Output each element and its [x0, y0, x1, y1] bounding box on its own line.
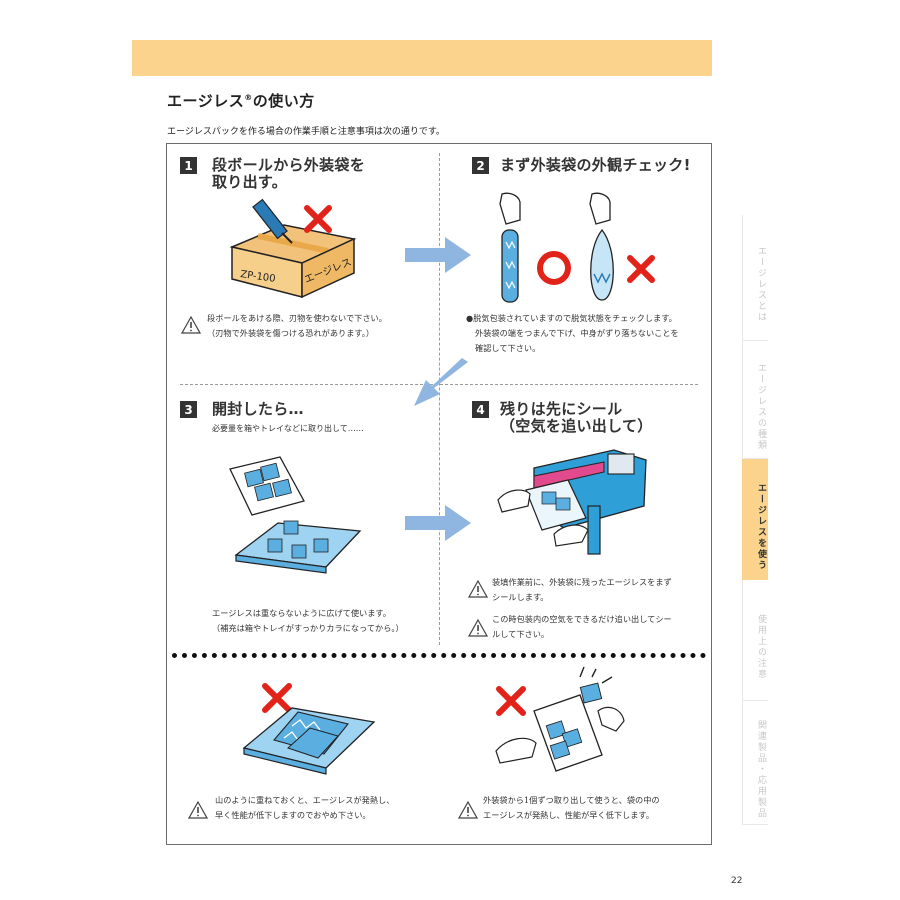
side-tab-related[interactable]: 関連製品・応用製品: [742, 701, 768, 825]
pouch-check-illustration: [499, 192, 655, 303]
bottom-right-note: 外装袋から1個ずつ取り出して使うと、袋の中の エージレスが発熱し、性能が早く低下…: [483, 795, 660, 820]
step-1-note: 段ボールをあける際、刃物を使わないで下さい。 （刃物で外装袋を傷つける恐れがあり…: [207, 313, 387, 338]
step-2-note: ●脱気包装されていますので脱気状態をチェックします。 外装袋の端をつまんで下げ、…: [466, 313, 679, 353]
sealer-machine-illustration: [497, 449, 647, 555]
page-number: 22: [731, 876, 743, 886]
tray-spread-illustration: [229, 456, 362, 574]
step-4-number: 4: [472, 401, 489, 418]
step-3-note: エージレスは重ならないように広げて使います。 （補充は箱やトレイがすっかりカラに…: [212, 608, 404, 633]
cross-mark-icon: [304, 205, 332, 233]
arrow-right-icon: [405, 505, 471, 541]
step-3-subtitle: 必要量を箱やトレイなどに取り出して……: [212, 424, 364, 433]
vertical-divider: [439, 153, 440, 645]
step-4-title: 残りは先にシール （空気を追い出して）: [500, 400, 653, 435]
side-tab-cautions[interactable]: 使用上の注意: [742, 580, 768, 701]
cross-mark-icon: [496, 686, 526, 716]
step-3-title: 開封したら…: [212, 400, 304, 418]
section-divider: [172, 653, 706, 658]
header-band: [132, 40, 712, 76]
arrow-down-left-icon: [414, 358, 468, 406]
step-3-number: 3: [180, 401, 197, 418]
piled-tray-illustration: [242, 707, 376, 775]
cardboard-box-illustration: ZP-100 エージレス: [229, 198, 357, 299]
cross-mark-icon: [262, 683, 292, 713]
step-2-number: 2: [472, 157, 489, 174]
warning-icon: [181, 316, 201, 334]
step-2-title: まず外装袋の外観チェック!: [500, 156, 691, 174]
step-4-note-a: 装填作業前に、外装袋に残ったエージレスをまず シールします。: [492, 577, 672, 602]
step-1-number: 1: [180, 157, 197, 174]
side-tab-usage[interactable]: エージレスを使う: [742, 459, 768, 580]
warning-icon: [458, 801, 478, 819]
bottom-left-note: 山のように重ねておくと、エージレスが発熱し、 早く性能が低下しますのでおやめ下さ…: [215, 795, 395, 820]
side-tab-about[interactable]: エージレスとは: [742, 215, 768, 341]
side-tab-types[interactable]: エージレスの種類: [742, 341, 768, 459]
warning-icon: [468, 580, 488, 598]
warning-icon: [468, 619, 488, 637]
instruction-frame: [166, 143, 712, 845]
box-model-label: ZP-100: [240, 269, 277, 285]
warning-icon: [188, 801, 208, 819]
page-title: エージレス®の使い方: [167, 92, 315, 110]
single-pick-illustration: [495, 666, 625, 772]
intro-text: エージレスパックを作る場合の作業手順と注意事項は次の通りです。: [167, 127, 445, 137]
arrow-right-icon: [405, 237, 471, 273]
step-4-note-b: この時包装内の空気をできるだけ追い出してシー ルして下さい。: [492, 614, 672, 639]
horizontal-divider: [180, 384, 698, 385]
step-1-title: 段ボールから外装袋を 取り出す。: [212, 156, 366, 191]
